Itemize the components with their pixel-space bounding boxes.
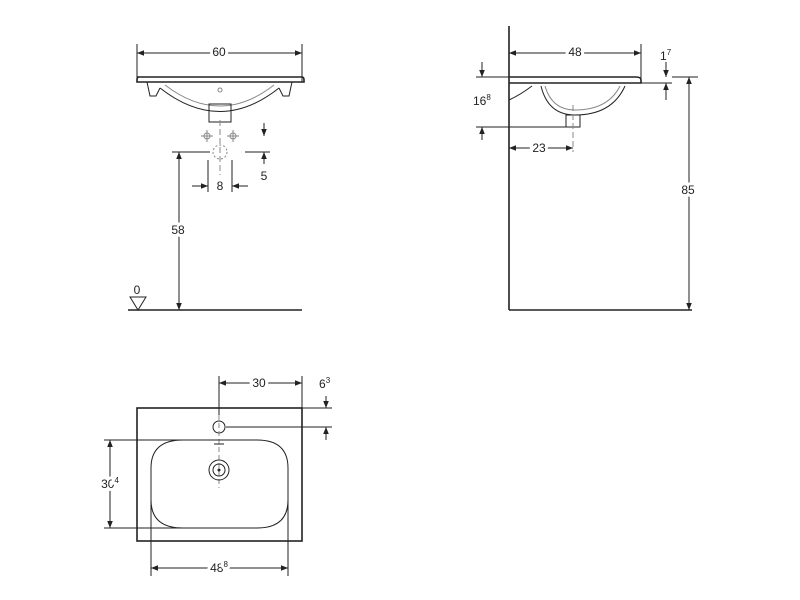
tap-hole-depth-label: 63	[319, 376, 331, 391]
tap-hole-offset-label: 30	[252, 376, 266, 390]
depth-label: 48	[568, 45, 582, 59]
front-width-label: 60	[212, 45, 226, 59]
bowl-outline	[150, 439, 289, 529]
drain-outer	[208, 459, 230, 481]
front-basin	[136, 76, 305, 123]
water-connectors	[201, 120, 239, 175]
bowl-depth-label: 168	[473, 93, 491, 108]
top-view: 30 63 304 488	[98, 373, 332, 578]
total-height-label: 85	[681, 183, 695, 197]
waste-width-label: 8	[217, 179, 224, 193]
rim-height-label: 17	[660, 48, 672, 63]
level-marker-icon	[129, 296, 147, 311]
top-bowl-depth-label: 304	[101, 476, 119, 491]
bowl-width-label: 488	[210, 560, 228, 575]
side-view: 48 17 168 23 85	[473, 26, 698, 311]
height-label: 58	[171, 223, 185, 237]
drain-center	[217, 468, 221, 472]
side-basin	[508, 76, 642, 152]
waste-offset-label: 23	[532, 141, 546, 155]
front-view: 60 5 8	[128, 42, 305, 311]
drain-inner	[212, 463, 226, 477]
tap-offset-label: 5	[261, 169, 268, 183]
basin-outline	[136, 407, 303, 542]
floor-level-label: 0	[134, 283, 141, 297]
